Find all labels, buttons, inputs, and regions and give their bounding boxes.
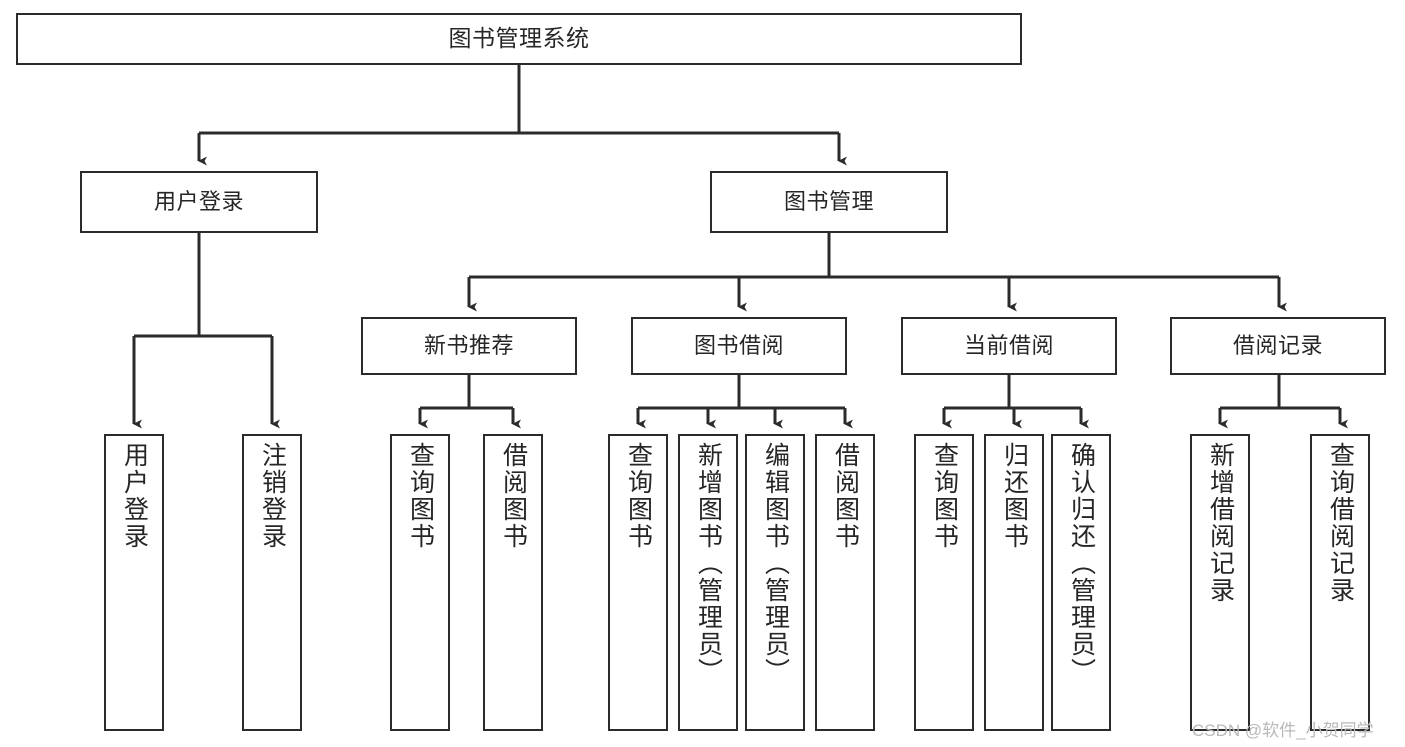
leaf-edit-book-label: 编辑图书（管理员）: [761, 442, 790, 685]
node-user-login[interactable]: 用户登录: [80, 171, 318, 233]
node-book-manage-label: 图书管理: [783, 189, 874, 215]
node-borrow-record-label: 借阅记录: [1232, 333, 1323, 359]
leaf-confirm-return-label: 确认归还（管理员）: [1067, 442, 1096, 685]
leaf-query-book-1[interactable]: 查询图书: [390, 434, 450, 731]
leaf-user-login-label: 用户登录: [120, 442, 149, 550]
node-new-book-rec[interactable]: 新书推荐: [361, 317, 577, 375]
leaf-add-record-label: 新增借阅记录: [1206, 442, 1235, 604]
node-book-manage[interactable]: 图书管理: [710, 171, 948, 233]
leaf-query-book-2[interactable]: 查询图书: [608, 434, 668, 731]
node-root-label: 图书管理系统: [448, 25, 590, 52]
leaf-add-book[interactable]: 新增图书（管理员）: [678, 434, 738, 731]
node-user-login-label: 用户登录: [153, 189, 244, 215]
leaf-user-login[interactable]: 用户登录: [104, 434, 164, 731]
node-book-borrow-label: 图书借阅: [693, 333, 784, 359]
leaf-query-record[interactable]: 查询借阅记录: [1310, 434, 1370, 731]
leaf-return-book[interactable]: 归还图书: [984, 434, 1044, 731]
node-new-book-rec-label: 新书推荐: [423, 333, 514, 359]
leaf-query-book-2-label: 查询图书: [624, 442, 653, 550]
leaf-user-logout[interactable]: 注销登录: [242, 434, 302, 731]
leaf-borrow-book-1-label: 借阅图书: [499, 442, 528, 550]
leaf-edit-book[interactable]: 编辑图书（管理员）: [745, 434, 805, 731]
node-current-borrow[interactable]: 当前借阅: [901, 317, 1117, 375]
leaf-query-book-1-label: 查询图书: [406, 442, 435, 550]
leaf-query-book-3-label: 查询图书: [930, 442, 959, 550]
node-root[interactable]: 图书管理系统: [16, 13, 1022, 65]
node-book-borrow[interactable]: 图书借阅: [631, 317, 847, 375]
leaf-add-record[interactable]: 新增借阅记录: [1190, 434, 1250, 731]
node-borrow-record[interactable]: 借阅记录: [1170, 317, 1386, 375]
leaf-return-book-label: 归还图书: [1000, 442, 1029, 550]
leaf-borrow-book-1[interactable]: 借阅图书: [483, 434, 543, 731]
leaf-borrow-book-2[interactable]: 借阅图书: [815, 434, 875, 731]
leaf-user-logout-label: 注销登录: [258, 442, 287, 550]
leaf-borrow-book-2-label: 借阅图书: [831, 442, 860, 550]
node-current-borrow-label: 当前借阅: [963, 333, 1054, 359]
leaf-confirm-return[interactable]: 确认归还（管理员）: [1051, 434, 1111, 731]
leaf-query-book-3[interactable]: 查询图书: [914, 434, 974, 731]
leaf-query-record-label: 查询借阅记录: [1326, 442, 1355, 604]
leaf-add-book-label: 新增图书（管理员）: [694, 442, 723, 685]
